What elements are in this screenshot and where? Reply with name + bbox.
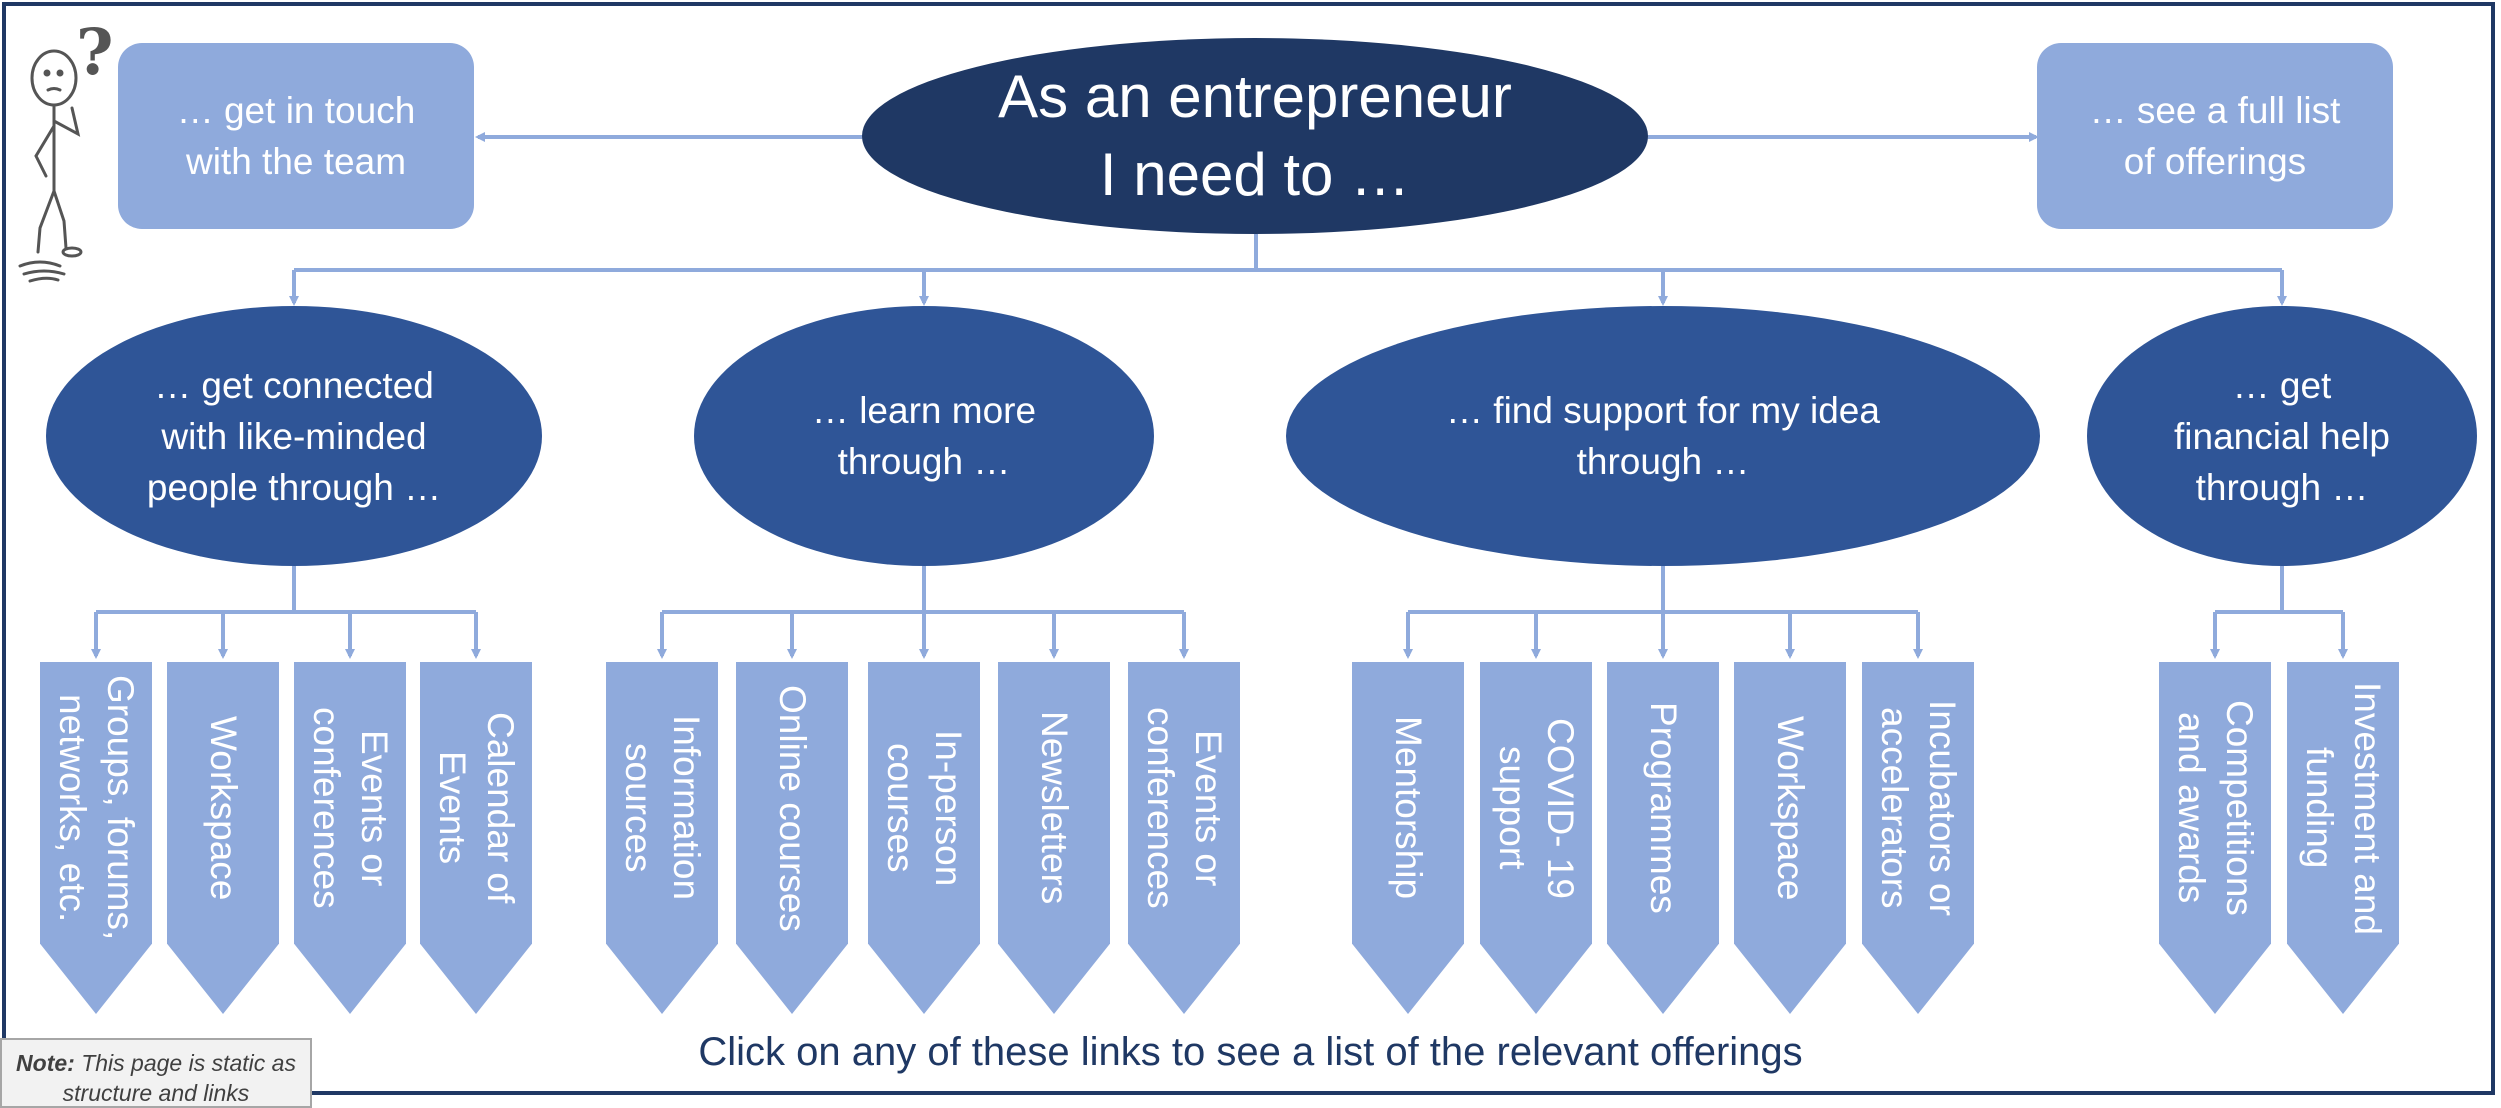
link-label: Programmes	[1643, 702, 1684, 914]
thinking-stickman-icon: ?	[18, 16, 114, 283]
static-page-note: Note: This page is static as structure a…	[0, 1038, 312, 1108]
category-find-support[interactable]: … find support for my idea through …	[1286, 306, 2040, 566]
contact-team-button[interactable]: … get in touch with the team	[118, 43, 474, 229]
root-line-2: I need to …	[1099, 141, 1411, 208]
category-line: financial help	[2174, 415, 2390, 457]
category-line: people through …	[146, 466, 442, 508]
category-line: through …	[837, 441, 1011, 482]
link-label: Incubators or accelerators	[1874, 700, 1963, 916]
link-mentorship[interactable]: Mentorship	[1352, 662, 1464, 1014]
note-label: Note:	[16, 1050, 75, 1076]
link-label: Mentorship	[1388, 716, 1429, 900]
category-line: through …	[1576, 441, 1750, 482]
link-label: Newsletters	[1034, 711, 1075, 905]
link-label: Events or conferences	[306, 707, 395, 909]
link-label: Competitions and awards	[2171, 700, 2260, 916]
link-online-courses[interactable]: Online courses	[736, 662, 848, 1014]
link-programmes[interactable]: Programmes	[1607, 662, 1719, 1014]
link-label: Groups, forums, networks, etc.	[52, 675, 141, 941]
link-label: Events or conferences	[1140, 707, 1229, 909]
link-newsletters[interactable]: Newsletters	[998, 662, 1110, 1014]
category-line: … learn more	[811, 390, 1037, 431]
link-label: Online courses	[772, 684, 813, 932]
category-line: … get connected	[154, 364, 434, 406]
category-get-connected[interactable]: … get connected with like-minded people …	[46, 306, 542, 566]
link-label: Workspace	[203, 715, 244, 901]
category-line: … get	[2232, 364, 2332, 406]
link-competitions-awards[interactable]: Competitions and awards	[2159, 662, 2271, 1014]
link-label: Investment and funding	[2299, 681, 2388, 935]
link-label: Workspace	[1770, 715, 1811, 901]
category-learn-more[interactable]: … learn more through …	[694, 306, 1154, 566]
category-line: … find support for my idea	[1446, 390, 1880, 431]
link-label: In-person courses	[880, 729, 969, 887]
link-label: COVID- 19 support	[1492, 717, 1581, 899]
footer-instruction: Click on any of these links to see a lis…	[698, 1030, 1803, 1074]
link-calendar-of-events[interactable]: Calendar of Events	[420, 662, 532, 1014]
full-offerings-line-2: of offerings	[2123, 141, 2307, 182]
link-information-sources[interactable]: Information sources	[606, 662, 718, 1014]
category-financial-help[interactable]: … get financial help through …	[2087, 306, 2477, 566]
link-workspace[interactable]: Workspace	[1734, 662, 1846, 1014]
category-line: through …	[2195, 466, 2369, 508]
question-mark-icon: ?	[76, 16, 114, 90]
category-line: with like-minded	[161, 415, 427, 457]
link-label: Information sources	[618, 715, 707, 901]
link-groups-forums-networks[interactable]: Groups, forums, networks, etc.	[40, 662, 152, 1014]
note-text: This page is static as structure and lin…	[62, 1050, 296, 1106]
contact-team-line-2: with the team	[185, 141, 407, 182]
link-workspace[interactable]: Workspace	[167, 662, 279, 1014]
link-investment-funding[interactable]: Investment and funding	[2287, 662, 2399, 1014]
contact-team-line-1: … get in touch	[176, 90, 416, 131]
root-node: As an entrepreneur I need to …	[862, 38, 1648, 234]
link-in-person-courses[interactable]: In-person courses	[868, 662, 980, 1014]
link-events-conferences[interactable]: Events or conferences	[294, 662, 406, 1014]
link-label: Calendar of Events	[432, 712, 521, 904]
link-events-conferences[interactable]: Events or conferences	[1128, 662, 1240, 1014]
root-line-1: As an entrepreneur	[998, 63, 1512, 130]
link-covid-19-support[interactable]: COVID- 19 support	[1480, 662, 1592, 1014]
full-offerings-line-1: … see a full list	[2089, 90, 2341, 131]
full-offerings-button[interactable]: … see a full list of offerings	[2037, 43, 2393, 229]
link-incubators-accelerators[interactable]: Incubators or accelerators	[1862, 662, 1974, 1014]
